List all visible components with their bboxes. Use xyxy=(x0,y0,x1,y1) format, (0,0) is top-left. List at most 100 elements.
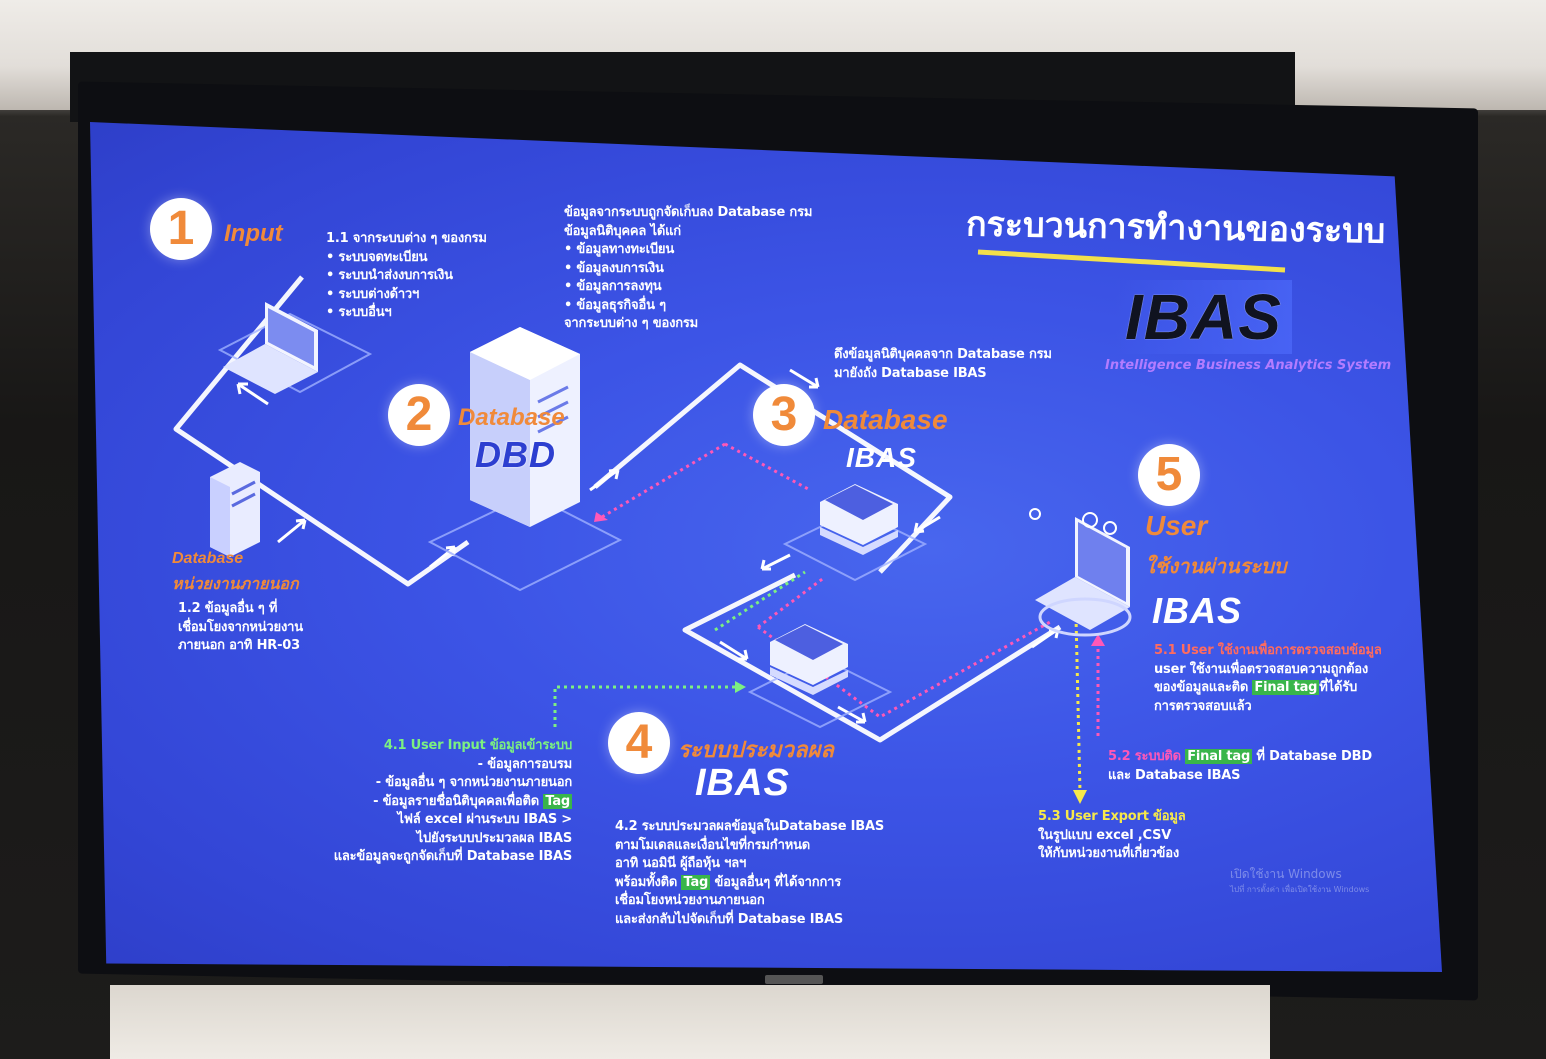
step3-description: ดึงข้อมูลนิติบุคคลจาก Database กรม มายัง… xyxy=(834,346,1052,383)
step5-label: User xyxy=(1145,510,1208,541)
final-tag-highlight: Final tag xyxy=(1252,680,1320,695)
green-arrowhead xyxy=(735,681,746,693)
step5-sublabel: ใช้งานผ่านระบบ xyxy=(1145,556,1287,578)
user-laptop-illustration xyxy=(1029,508,1132,637)
step4-process-description: 4.2 ระบบประมวลผลข้อมูลในDatabase IBAS ตา… xyxy=(615,818,884,929)
flow-line-input-to-db xyxy=(173,275,470,587)
step1-item: • ระบบต่างด้าวฯ xyxy=(326,286,420,302)
flow-arrow-6 xyxy=(913,515,941,534)
step5-1-text: ของข้อมูลและติด xyxy=(1154,680,1249,695)
ibas-logo-tagline: Intelligence Business Analytics System xyxy=(1105,358,1392,373)
flow-arrow-2 xyxy=(277,518,307,544)
external-db-label: Database xyxy=(172,550,244,567)
flow-arrow-4 xyxy=(589,468,620,492)
step2-desc-line: • ข้อมูลการลงทุน xyxy=(564,279,662,294)
pink-arrowhead-2 xyxy=(594,512,608,522)
external-description: 1.2 ข้อมูลอื่น ๆ ที่ เชื่อมโยงจากหน่วยงา… xyxy=(178,600,303,656)
green-dotted-input xyxy=(553,570,806,727)
external-server-illustration xyxy=(210,462,260,557)
wall-below-screen xyxy=(110,985,1270,1059)
step4-input-text: - ข้อมูลรายชื่อนิติบุคคลเพื่อติด xyxy=(373,793,539,809)
step5-2-text: ที่ Database DBD xyxy=(1256,749,1372,764)
step4-process-line: ตามโมเดลและเงื่อนไขที่กรมกำหนด xyxy=(615,837,811,853)
external-desc-line: ภายนอก อาทิ HR-03 xyxy=(178,638,300,653)
step4-input-description: 4.1 User Input ข้อมูลเข้าระบบ - ข้อมูลกา… xyxy=(330,737,573,867)
step5-3-line: ให้กับหน่วยงานที่เกี่ยวข้อง xyxy=(1038,846,1179,861)
step2-description: ข้อมูลจากระบบถูกจัดเก็บลง Database กรม ข… xyxy=(564,204,812,334)
external-desc-line: 1.2 ข้อมูลอื่น ๆ ที่ xyxy=(178,601,278,616)
step5-2-title: 5.2 ระบบติด xyxy=(1108,749,1181,764)
step4-process-line: และส่งกลับไปจัดเก็บที่ Database IBAS xyxy=(615,911,844,927)
step5-number-badge: 5 xyxy=(1138,444,1200,506)
step3-label: Database xyxy=(823,404,948,435)
step1-item: • ระบบนำส่งงบการเงิน xyxy=(326,268,453,283)
step5-1-description: 5.1 User ใช้งานเพื่อการตรวจสอบข้อมูล use… xyxy=(1154,642,1382,716)
step1-item: • ระบบอื่นฯ xyxy=(326,305,392,320)
step2-dbd-badge: DBD xyxy=(475,434,556,475)
step5-2-line: 5.2 ระบบติด Final tag ที่ Database DBD xyxy=(1108,748,1372,767)
step4-input-line: - ข้อมูลการอบรม xyxy=(477,756,573,772)
flow-arrow-1 xyxy=(236,382,269,406)
step5-ibas-badge: IBAS xyxy=(1152,590,1243,631)
flow-arrow-7 xyxy=(760,553,791,571)
flow-line-dbd-to-ibas xyxy=(593,362,953,574)
flow-diagram xyxy=(173,249,1286,804)
step2-desc-line: • ข้อมูลธุรกิจอื่น ๆ xyxy=(564,297,666,313)
step4-input-line: และข้อมูลจะถูกจัดเก็บที่ Database IBAS xyxy=(333,849,573,864)
step2-desc-line: • ข้อมูลงบการเงิน xyxy=(564,260,664,276)
dbd-server-tower-illustration xyxy=(470,327,580,527)
pink-dotted-ibas-to-dbd xyxy=(601,442,811,519)
step5-1-line: user ใช้งานเพื่อตรวจสอบความถูกต้อง xyxy=(1154,661,1369,677)
step2-desc-line: ข้อมูลจากระบบถูกจัดเก็บลง Database กรม xyxy=(564,205,813,220)
step2-number-badge: 2 xyxy=(388,384,450,446)
step4-process-line: เชื่อมโยงหน่วยงานภายนอก xyxy=(615,893,765,908)
step3-desc-line: ดึงข้อมูลนิติบุคคลจาก Database กรม xyxy=(834,347,1052,362)
step4-input-line: ไปยังระบบประมวลผล IBAS xyxy=(416,830,573,846)
flow-line-ibas-to-process xyxy=(682,572,1062,743)
title-underline xyxy=(977,249,1286,273)
step2-desc-line: จากระบบต่าง ๆ ของกรม xyxy=(564,316,699,331)
tag-highlight: Tag xyxy=(681,874,711,890)
flow-arrow-10 xyxy=(1031,627,1060,649)
step1-number-badge: 1 xyxy=(150,198,212,260)
step5-3-line: ในรูปแบบ excel ,CSV xyxy=(1038,827,1172,843)
step5-3-description: 5.3 User Export ข้อมูล ในรูปแบบ excel ,C… xyxy=(1038,808,1186,864)
presentation-screen: กระบวนการทำงานของระบบ IBAS Intelligence … xyxy=(90,122,1442,972)
step4-process-line: พร้อมทั้งติด Tag ข้อมูลอื่นๆ ที่ได้จากกา… xyxy=(615,874,884,893)
windows-activation-watermark: เปิดใช้งาน Windows ไปที่ การตั้งค่า เพื่… xyxy=(1230,866,1369,898)
flow-arrow-3 xyxy=(429,545,457,569)
step2-desc-line: ข้อมูลนิติบุคคล ได้แก่ xyxy=(564,223,681,239)
flow-arrow-5 xyxy=(789,368,820,389)
step4-ibas-badge: IBAS xyxy=(695,762,790,804)
step4-input-title: 4.1 User Input ข้อมูลเข้าระบบ xyxy=(383,738,572,753)
yellow-arrowhead xyxy=(1073,790,1087,804)
step4-process-text: พร้อมทั้งติด xyxy=(615,874,678,890)
ibas-logo: IBAS xyxy=(1115,280,1292,354)
external-agency-label: หน่วยงานภายนอก xyxy=(172,576,299,593)
ibas-database-cube xyxy=(820,484,898,555)
step2-label: Database xyxy=(458,404,565,431)
step3-desc-line: มายังถัง Database IBAS xyxy=(834,365,987,381)
step5-1-title: 5.1 User ใช้งานเพื่อการตรวจสอบข้อมูล xyxy=(1154,643,1382,658)
pink-arrowhead xyxy=(1091,634,1105,646)
step1-item: • ระบบจดทะเบียน xyxy=(326,249,428,265)
step4-number-badge: 4 xyxy=(608,712,670,774)
process-cube xyxy=(770,624,848,695)
step4-label: ระบบประมวลผล xyxy=(678,737,834,762)
step1-label: Input xyxy=(224,220,283,247)
flow-arrow-8 xyxy=(719,640,749,661)
step4-input-line: - ข้อมูลอื่น ๆ จากหน่วยงานภายนอก xyxy=(375,775,572,790)
watermark-line: เปิดใช้งาน Windows xyxy=(1230,867,1342,881)
step5-1-text: ที่ได้รับ xyxy=(1319,680,1358,695)
step5-1-line: การตรวจสอบแล้ว xyxy=(1154,698,1252,714)
step5-2-line: และ Database IBAS xyxy=(1108,767,1241,783)
monitor-stand-plate xyxy=(765,975,823,984)
step4-process-text: ข้อมูลอื่นๆ ที่ได้จากการ xyxy=(714,874,841,890)
step5-2-description: 5.2 ระบบติด Final tag ที่ Database DBD แ… xyxy=(1108,748,1372,785)
watermark-line: ไปที่ การตั้งค่า เพื่อเปิดใช้งาน Windows xyxy=(1230,885,1370,894)
step5-3-title: 5.3 User Export ข้อมูล xyxy=(1038,809,1186,824)
step3-number-badge: 3 xyxy=(753,384,815,446)
final-tag-highlight: Final tag xyxy=(1185,749,1253,764)
external-desc-line: เชื่อมโยงจากหน่วยงาน xyxy=(178,619,303,635)
